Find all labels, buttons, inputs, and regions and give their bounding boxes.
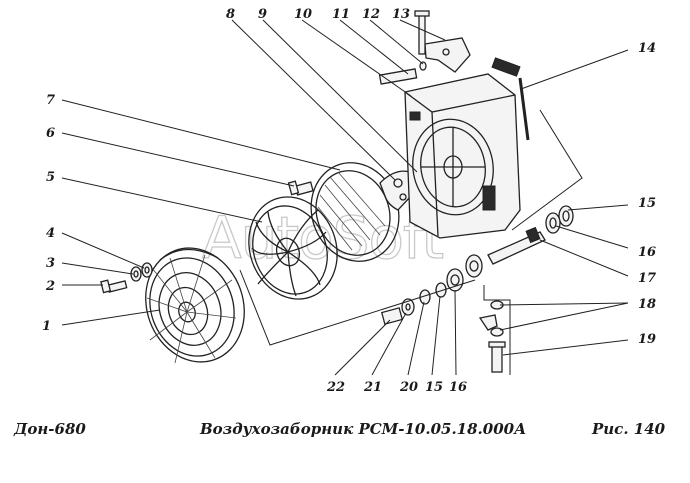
- callout-13: 13: [392, 7, 410, 22]
- callout-2: 2: [45, 279, 55, 294]
- part-14-handle: [491, 57, 530, 141]
- part-11-washer: [419, 61, 427, 71]
- callout-17: 17: [638, 271, 656, 286]
- callout-3: 3: [46, 256, 55, 271]
- callout-15: 15: [638, 196, 656, 211]
- leader-lines: [61, 19, 629, 376]
- part-16-bearing-middle: [465, 254, 483, 278]
- callout-19: 19: [638, 332, 656, 347]
- part-6-bolt: [287, 180, 314, 196]
- figure-number: Рис. 140: [592, 420, 666, 438]
- model-caption: Дон-680: [14, 420, 86, 438]
- part-15-ring-lower: [435, 282, 447, 298]
- callout-18: 18: [638, 297, 656, 312]
- callout-4: 4: [46, 226, 55, 241]
- callout-5: 5: [46, 170, 55, 185]
- part-17-shaft: [487, 226, 546, 265]
- part-9-housing: [404, 73, 521, 239]
- callout-1: 1: [42, 319, 51, 334]
- part-5-rotor: [248, 196, 338, 300]
- callout-21: 21: [363, 380, 382, 395]
- part-19-bolt: [488, 341, 506, 373]
- callout-16-lower: 16: [449, 380, 467, 395]
- callouts: 1 2 3 4 5 6 7 8 9 10 11 12 13 14 15 16 1…: [42, 7, 656, 395]
- callout-22: 22: [326, 380, 345, 395]
- part-16-bearing: [545, 212, 561, 234]
- part-22-bushing: [380, 307, 404, 325]
- callout-16: 16: [638, 245, 656, 260]
- callout-8: 8: [226, 7, 235, 22]
- callout-14: 14: [638, 41, 656, 56]
- callout-10: 10: [294, 7, 312, 22]
- part-4-washer: [141, 262, 153, 278]
- callout-15-lower: 15: [425, 380, 443, 395]
- part-12-bracket: [424, 37, 471, 73]
- callout-6: 6: [46, 126, 55, 141]
- assembly-path: [239, 109, 583, 375]
- part-10-plate: [378, 68, 418, 85]
- callout-12: 12: [362, 7, 380, 22]
- callout-11: 11: [332, 7, 350, 22]
- part-13-bolt: [414, 10, 430, 55]
- callout-9: 9: [258, 7, 267, 22]
- part-18-nut: [478, 300, 504, 337]
- callout-7: 7: [46, 93, 55, 108]
- callout-20: 20: [399, 380, 418, 395]
- part-2-bolt: [100, 279, 128, 294]
- part-1-grille-cover: [145, 247, 245, 364]
- assembly-title: Воздухозаборник РСМ-10.05.18.000А: [200, 420, 527, 438]
- part-15-ring: [558, 205, 574, 227]
- part-21-nut: [401, 298, 415, 316]
